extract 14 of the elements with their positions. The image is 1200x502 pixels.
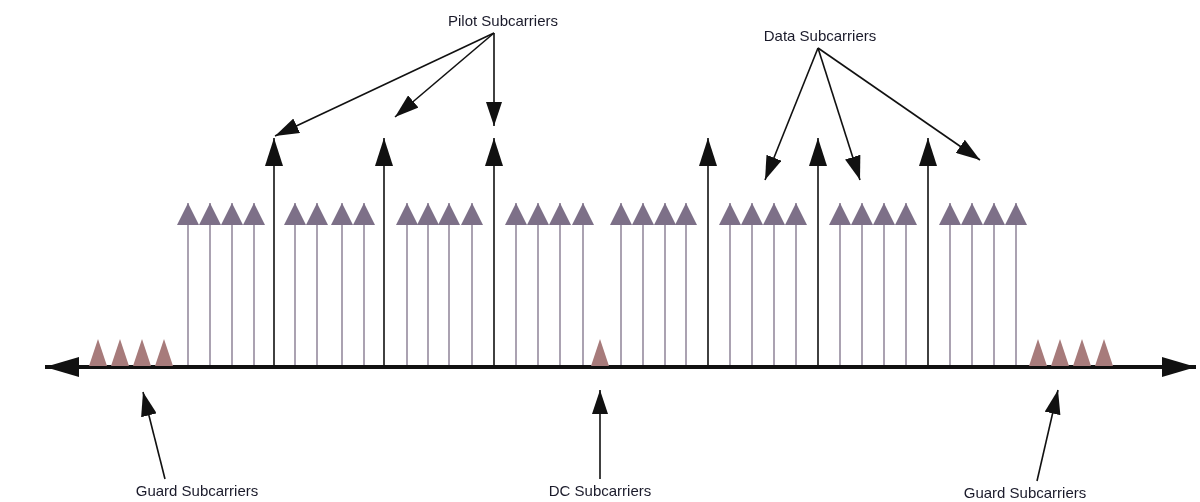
leader-line <box>592 389 608 480</box>
leader-line <box>764 47 819 181</box>
leader-line <box>274 32 495 137</box>
leader-line <box>817 47 981 161</box>
callout-label: Data Subcarriers <box>763 27 877 45</box>
callout-label: Pilot Subcarriers <box>448 12 558 30</box>
callout-label: DC Subcarriers <box>548 482 652 500</box>
callout-label: Guard Subcarriers <box>135 482 259 500</box>
leader-line <box>1036 389 1061 482</box>
leader-line <box>141 391 166 480</box>
leader-line <box>394 32 495 118</box>
callout-label: Guard Subcarriers <box>963 484 1087 502</box>
leader-line <box>817 47 861 181</box>
leader-line <box>486 32 502 127</box>
